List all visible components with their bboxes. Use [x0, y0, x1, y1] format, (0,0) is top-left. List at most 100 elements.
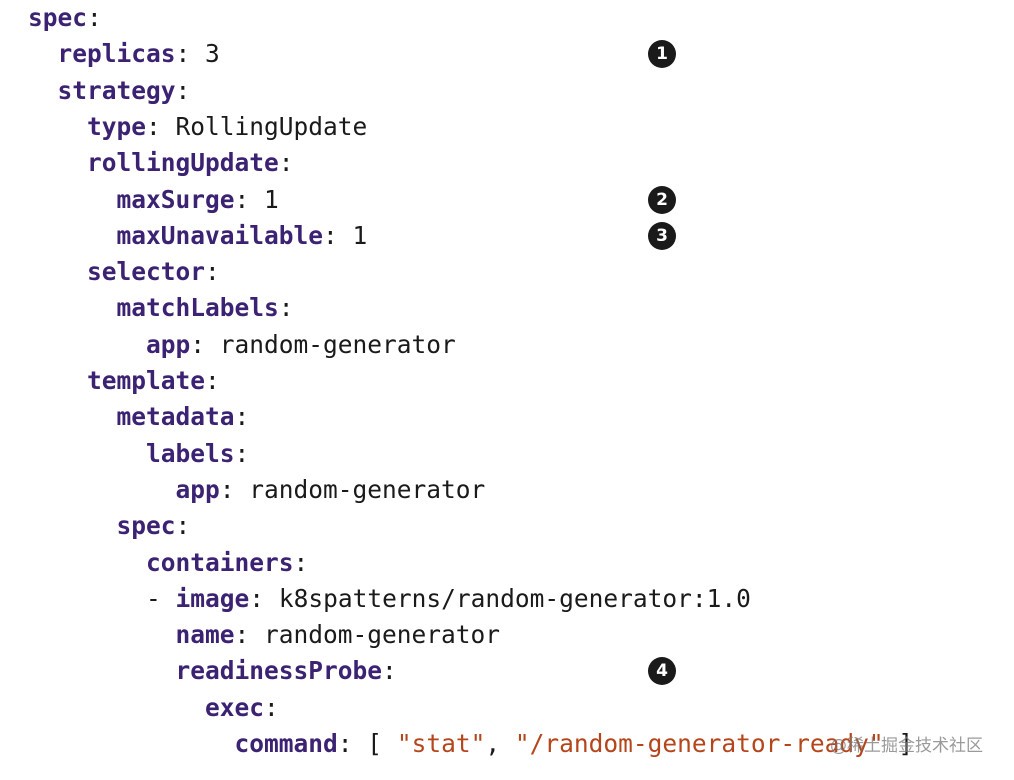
- yaml-value: RollingUpdate: [160, 111, 368, 141]
- colon: :: [146, 111, 161, 141]
- colon: :: [219, 474, 235, 504]
- code-line: app: random-generator: [28, 472, 486, 508]
- yaml-key: selector: [87, 257, 206, 287]
- yaml-key: readinessProbe: [175, 656, 383, 686]
- code-indent: [28, 548, 146, 577]
- colon: :: [234, 438, 250, 468]
- code-line: exec:: [28, 690, 279, 726]
- code-line: app: random-generator: [28, 327, 456, 363]
- watermark: @稀土掘金技术社区: [830, 736, 983, 756]
- colon: :: [175, 75, 191, 105]
- code-indent: [28, 402, 117, 431]
- colon: :: [382, 656, 397, 686]
- colon: :: [249, 583, 265, 613]
- code-indent: [28, 257, 87, 286]
- yaml-key: metadata: [116, 402, 235, 432]
- colon: :: [175, 511, 191, 541]
- code-indent: [28, 221, 117, 250]
- yaml-key: template: [87, 366, 206, 395]
- bracket: [: [352, 729, 397, 758]
- callout-marker: 3: [648, 221, 676, 250]
- colon: :: [234, 184, 250, 214]
- code-line: maxSurge: 1: [28, 182, 279, 218]
- code-line: command: [ "stat", "/random-generator-re…: [28, 726, 914, 762]
- yaml-key: app: [146, 329, 191, 359]
- code-indent: [28, 693, 205, 722]
- colon: :: [278, 293, 294, 323]
- code-indent: [28, 511, 117, 540]
- code-line: replicas: 3: [28, 36, 220, 72]
- yaml-value: random-generator: [205, 329, 456, 359]
- yaml-key: maxUnavailable: [116, 220, 324, 250]
- comma: ,: [485, 729, 515, 758]
- code-line: template:: [28, 363, 220, 399]
- yaml-key: app: [175, 474, 220, 504]
- yaml-value: random-generator: [234, 474, 486, 504]
- callout-marker: 4: [648, 657, 676, 686]
- code-indent: [28, 39, 58, 68]
- colon: :: [264, 692, 279, 722]
- code-line: metadata:: [28, 399, 250, 435]
- code-indent: [28, 729, 235, 758]
- yaml-key: exec: [205, 692, 265, 722]
- colon: :: [87, 3, 102, 32]
- yaml-key: containers: [146, 547, 294, 577]
- code-indent: [28, 76, 58, 105]
- code-line: rollingUpdate:: [28, 145, 294, 181]
- colon: :: [234, 402, 250, 432]
- bracket: ]: [883, 729, 914, 758]
- callout-marker: 2: [648, 185, 676, 214]
- yaml-key: rollingUpdate: [87, 148, 279, 178]
- yaml-value: 1: [337, 220, 368, 250]
- colon: :: [175, 39, 191, 69]
- yaml-key: matchLabels: [116, 293, 279, 323]
- colon: :: [205, 366, 220, 395]
- code-line: type: RollingUpdate: [28, 109, 367, 145]
- colon: :: [190, 329, 206, 359]
- yaml-key: name: [175, 620, 235, 650]
- yaml-key: type: [87, 111, 147, 141]
- yaml-value: random-generator: [249, 620, 501, 650]
- code-line: selector:: [28, 254, 220, 290]
- colon: :: [278, 148, 294, 178]
- code-line: name: random-generator: [28, 617, 501, 653]
- code-indent: [28, 656, 176, 685]
- yaml-key: strategy: [57, 75, 176, 105]
- code-indent: [28, 112, 87, 141]
- yaml-key: image: [175, 583, 250, 613]
- code-indent: [28, 475, 176, 504]
- code-indent: [28, 439, 146, 468]
- code-indent: [28, 185, 117, 214]
- yaml-string: "stat": [396, 729, 486, 758]
- code-line: maxUnavailable: 1: [28, 218, 368, 254]
- yaml-key: maxSurge: [116, 184, 235, 214]
- code-indent: [28, 148, 87, 177]
- code-line: - image: k8spatterns/random-generator:1.…: [28, 581, 751, 617]
- yaml-key: spec: [116, 511, 176, 541]
- yaml-value: 1: [249, 184, 279, 214]
- code-line: spec:: [28, 0, 102, 36]
- callout-marker: 1: [648, 40, 676, 69]
- code-indent: [28, 584, 146, 613]
- yaml-string: "/random-generator-ready": [514, 729, 884, 758]
- code-line: strategy:: [28, 73, 191, 109]
- yaml-value: k8spatterns/random-generator:1.0: [264, 583, 751, 613]
- code-line: matchLabels:: [28, 290, 294, 326]
- list-dash: -: [146, 583, 176, 613]
- colon: :: [337, 729, 353, 758]
- code-indent: [28, 293, 117, 322]
- code-indent: [28, 366, 87, 395]
- colon: :: [234, 620, 250, 650]
- code-indent: [28, 330, 146, 359]
- colon: :: [323, 220, 338, 250]
- code-line: spec:: [28, 508, 191, 544]
- yaml-key: labels: [146, 438, 235, 468]
- code-indent: [28, 620, 176, 649]
- yaml-key: replicas: [57, 39, 176, 69]
- code-line: containers:: [28, 545, 308, 581]
- yaml-value: 3: [190, 39, 220, 69]
- yaml-key: command: [234, 729, 338, 758]
- code-line: labels:: [28, 436, 249, 472]
- colon: :: [205, 257, 220, 287]
